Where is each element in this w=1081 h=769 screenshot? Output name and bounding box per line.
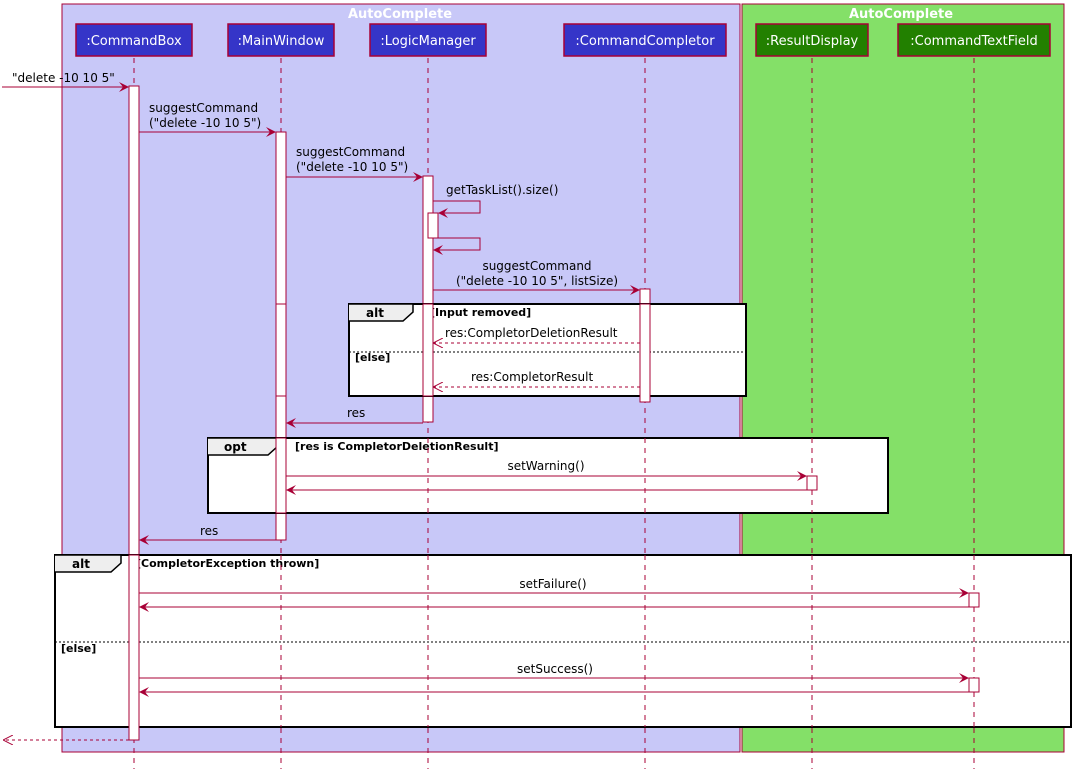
message-label: suggestCommand	[482, 259, 591, 273]
box-title-green: AutoComplete	[849, 7, 953, 22]
activation-commandbox-overlay	[128, 554, 140, 741]
message-label: res:CompletorResult	[471, 370, 593, 384]
message-label: res	[347, 406, 365, 420]
message-label: res	[200, 524, 218, 538]
fragment-keyword: opt	[224, 440, 247, 454]
participant-label: :CommandCompletor	[575, 34, 715, 49]
activation-resultdisplay-overlay	[806, 475, 818, 491]
fragment-condition: [CompletorException thrown]	[136, 557, 319, 570]
participant-logicmanager[interactable]: :LogicManager	[369, 23, 487, 57]
fragment-alt-input-removed: alt [Input removed] [else]	[348, 303, 747, 397]
participant-label: :MainWindow	[238, 34, 325, 49]
fragment-alt-exception: alt [CompletorException thrown] [else]	[54, 554, 1072, 728]
activation-commandtextfield-overlay-2	[968, 677, 980, 693]
self-return-arrow	[433, 237, 481, 255]
message-label: suggestCommand	[296, 145, 405, 159]
participant-commandcompletor[interactable]: :CommandCompletor	[563, 23, 727, 57]
fragment-condition: [res is CompletorDeletionResult]	[295, 440, 498, 453]
participant-label: :CommandBox	[86, 34, 182, 49]
message-label: ("delete -10 10 5")	[149, 116, 261, 130]
message-label: setFailure()	[519, 577, 586, 591]
message-label: res:CompletorDeletionResult	[445, 326, 618, 340]
fragment-else: [else]	[355, 351, 390, 364]
participant-label: :ResultDisplay	[766, 34, 859, 49]
participant-commandbox[interactable]: :CommandBox	[75, 23, 193, 57]
message-label: setWarning()	[507, 459, 584, 473]
fragment-keyword: alt	[72, 557, 90, 571]
activation-logicmanager-self	[427, 212, 439, 239]
fragment-keyword: alt	[366, 306, 384, 320]
activation-commandcompletor-overlay	[639, 303, 651, 403]
fragment-else: [else]	[61, 642, 96, 655]
message-label: setSuccess()	[517, 662, 593, 676]
message-label: "delete -10 10 5"	[12, 71, 115, 85]
activation-commandtextfield-overlay-1	[968, 592, 980, 608]
participant-label: :CommandTextField	[910, 34, 1038, 49]
activation-logicmanager-overlay	[422, 303, 434, 397]
participant-commandtextfield[interactable]: :CommandTextField	[897, 23, 1051, 57]
activation-logicmanager	[422, 175, 434, 423]
fragment-condition: [Input removed]	[430, 306, 531, 319]
activation-mainwindow-overlay-2	[275, 303, 287, 397]
message-label: ("delete -10 10 5", listSize)	[456, 274, 618, 288]
message-label: suggestCommand	[149, 101, 258, 115]
participant-label: :LogicManager	[380, 34, 476, 49]
message-label: ("delete -10 10 5")	[296, 160, 408, 174]
self-call-arrow	[433, 200, 481, 218]
participant-resultdisplay[interactable]: :ResultDisplay	[755, 23, 869, 57]
message-label: getTaskList().size()	[446, 183, 558, 197]
box-title-blue: AutoComplete	[348, 7, 452, 22]
participant-mainwindow[interactable]: :MainWindow	[227, 23, 335, 57]
activation-mainwindow-overlay	[275, 437, 287, 514]
